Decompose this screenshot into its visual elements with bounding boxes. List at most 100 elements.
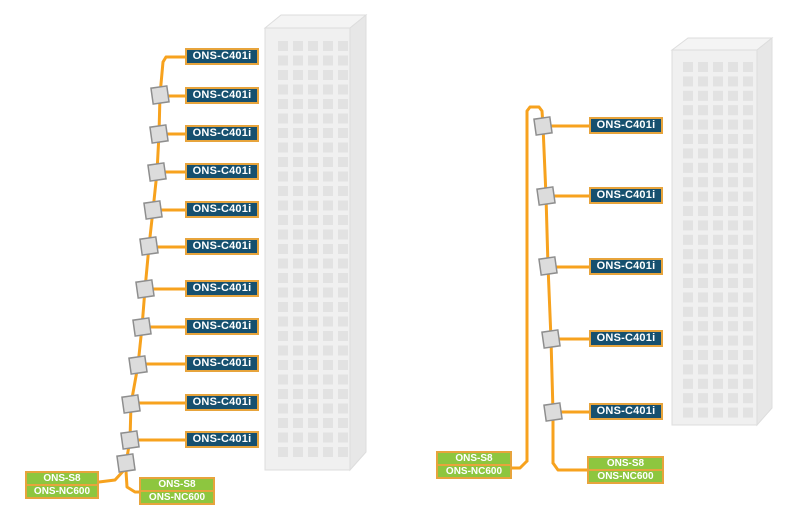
building-window bbox=[293, 186, 303, 196]
building-window bbox=[683, 321, 693, 332]
building-window bbox=[293, 389, 303, 399]
building-window bbox=[743, 393, 753, 404]
building-window bbox=[308, 186, 318, 196]
fiber-branch-line bbox=[551, 461, 589, 472]
building-window bbox=[713, 278, 723, 288]
building-window bbox=[308, 273, 318, 283]
building-window bbox=[728, 378, 738, 389]
building-window bbox=[323, 331, 333, 341]
building-window bbox=[293, 244, 303, 254]
building-window bbox=[698, 90, 708, 101]
building-window bbox=[728, 206, 738, 216]
device-label-ons-c401i: ONS-C401i bbox=[185, 238, 259, 255]
building-window bbox=[278, 389, 288, 399]
building-window bbox=[683, 292, 693, 303]
building-window bbox=[293, 70, 303, 80]
building-window bbox=[338, 200, 348, 211]
building-window bbox=[278, 229, 288, 240]
building-window bbox=[713, 162, 723, 173]
building-window bbox=[698, 76, 708, 87]
building-right bbox=[670, 36, 774, 427]
building-window bbox=[278, 374, 288, 385]
building-window bbox=[713, 134, 723, 144]
device-label-ons-c401i: ONS-C401i bbox=[185, 394, 259, 411]
building-window bbox=[278, 200, 288, 211]
building-window bbox=[323, 128, 333, 138]
building-window bbox=[743, 407, 753, 418]
building-window bbox=[278, 55, 288, 66]
building-window bbox=[728, 162, 738, 173]
building-window bbox=[698, 263, 708, 274]
endpoint-line1: ONS-S8 bbox=[158, 479, 196, 490]
building-window bbox=[278, 41, 288, 51]
building-window bbox=[743, 177, 753, 188]
building-window bbox=[278, 273, 288, 283]
building-window bbox=[323, 157, 333, 167]
building-window bbox=[293, 447, 303, 457]
building-window bbox=[683, 220, 693, 231]
building-window bbox=[338, 215, 348, 225]
building-window bbox=[293, 128, 303, 138]
device-label-ons-c401i: ONS-C401i bbox=[589, 258, 663, 275]
building-window bbox=[698, 407, 708, 418]
building-window bbox=[338, 389, 348, 399]
device-label-ons-c401i: ONS-C401i bbox=[589, 330, 663, 347]
device-label-ons-c401i: ONS-C401i bbox=[589, 403, 663, 420]
building-window bbox=[338, 55, 348, 66]
building-window bbox=[323, 84, 333, 95]
building-window bbox=[713, 378, 723, 389]
building-window bbox=[338, 113, 348, 124]
building-window bbox=[698, 234, 708, 245]
building-window bbox=[683, 378, 693, 389]
device-label-ons-c401i: ONS-C401i bbox=[185, 355, 259, 372]
building-window bbox=[323, 171, 333, 182]
building-window bbox=[308, 389, 318, 399]
building-window bbox=[308, 331, 318, 341]
endpoint-label-ons-s8-nc600: ONS-S8 ONS-NC600 bbox=[139, 477, 215, 505]
endpoint-line2: ONS-NC600 bbox=[27, 484, 97, 497]
endpoint-line1: ONS-S8 bbox=[455, 453, 493, 464]
building-window bbox=[743, 249, 753, 260]
building-window bbox=[683, 177, 693, 188]
building-window bbox=[308, 360, 318, 370]
building-window bbox=[683, 76, 693, 87]
building-window bbox=[323, 41, 333, 51]
building-window bbox=[308, 70, 318, 80]
building-window bbox=[338, 229, 348, 240]
building-window bbox=[743, 90, 753, 101]
building-window bbox=[308, 99, 318, 109]
building-window bbox=[743, 263, 753, 274]
building-window bbox=[278, 302, 288, 312]
building-window bbox=[278, 99, 288, 109]
building-window bbox=[308, 171, 318, 182]
building-window bbox=[698, 249, 708, 260]
building-window bbox=[308, 418, 318, 428]
building-window bbox=[293, 99, 303, 109]
building-window bbox=[278, 447, 288, 457]
building-window bbox=[338, 84, 348, 95]
building-window bbox=[728, 134, 738, 144]
building-window bbox=[698, 148, 708, 159]
building-window bbox=[338, 273, 348, 283]
building-window bbox=[728, 105, 738, 116]
building-window bbox=[308, 403, 318, 414]
building-window bbox=[293, 403, 303, 414]
building-window bbox=[278, 418, 288, 428]
building-window bbox=[278, 403, 288, 414]
building-window bbox=[338, 258, 348, 269]
building-window bbox=[713, 76, 723, 87]
building-window bbox=[713, 335, 723, 346]
building-window bbox=[713, 393, 723, 404]
building-window bbox=[743, 335, 753, 346]
endpoint-label-ons-s8-nc600: ONS-S8 ONS-NC600 bbox=[436, 451, 512, 479]
building-window bbox=[308, 215, 318, 225]
building-window bbox=[743, 364, 753, 375]
building-window bbox=[698, 177, 708, 188]
building-window bbox=[743, 278, 753, 288]
building-window bbox=[338, 186, 348, 196]
building-window bbox=[338, 360, 348, 370]
building-window bbox=[698, 393, 708, 404]
building-window bbox=[293, 55, 303, 66]
building-window bbox=[338, 418, 348, 428]
building-window bbox=[713, 350, 723, 360]
